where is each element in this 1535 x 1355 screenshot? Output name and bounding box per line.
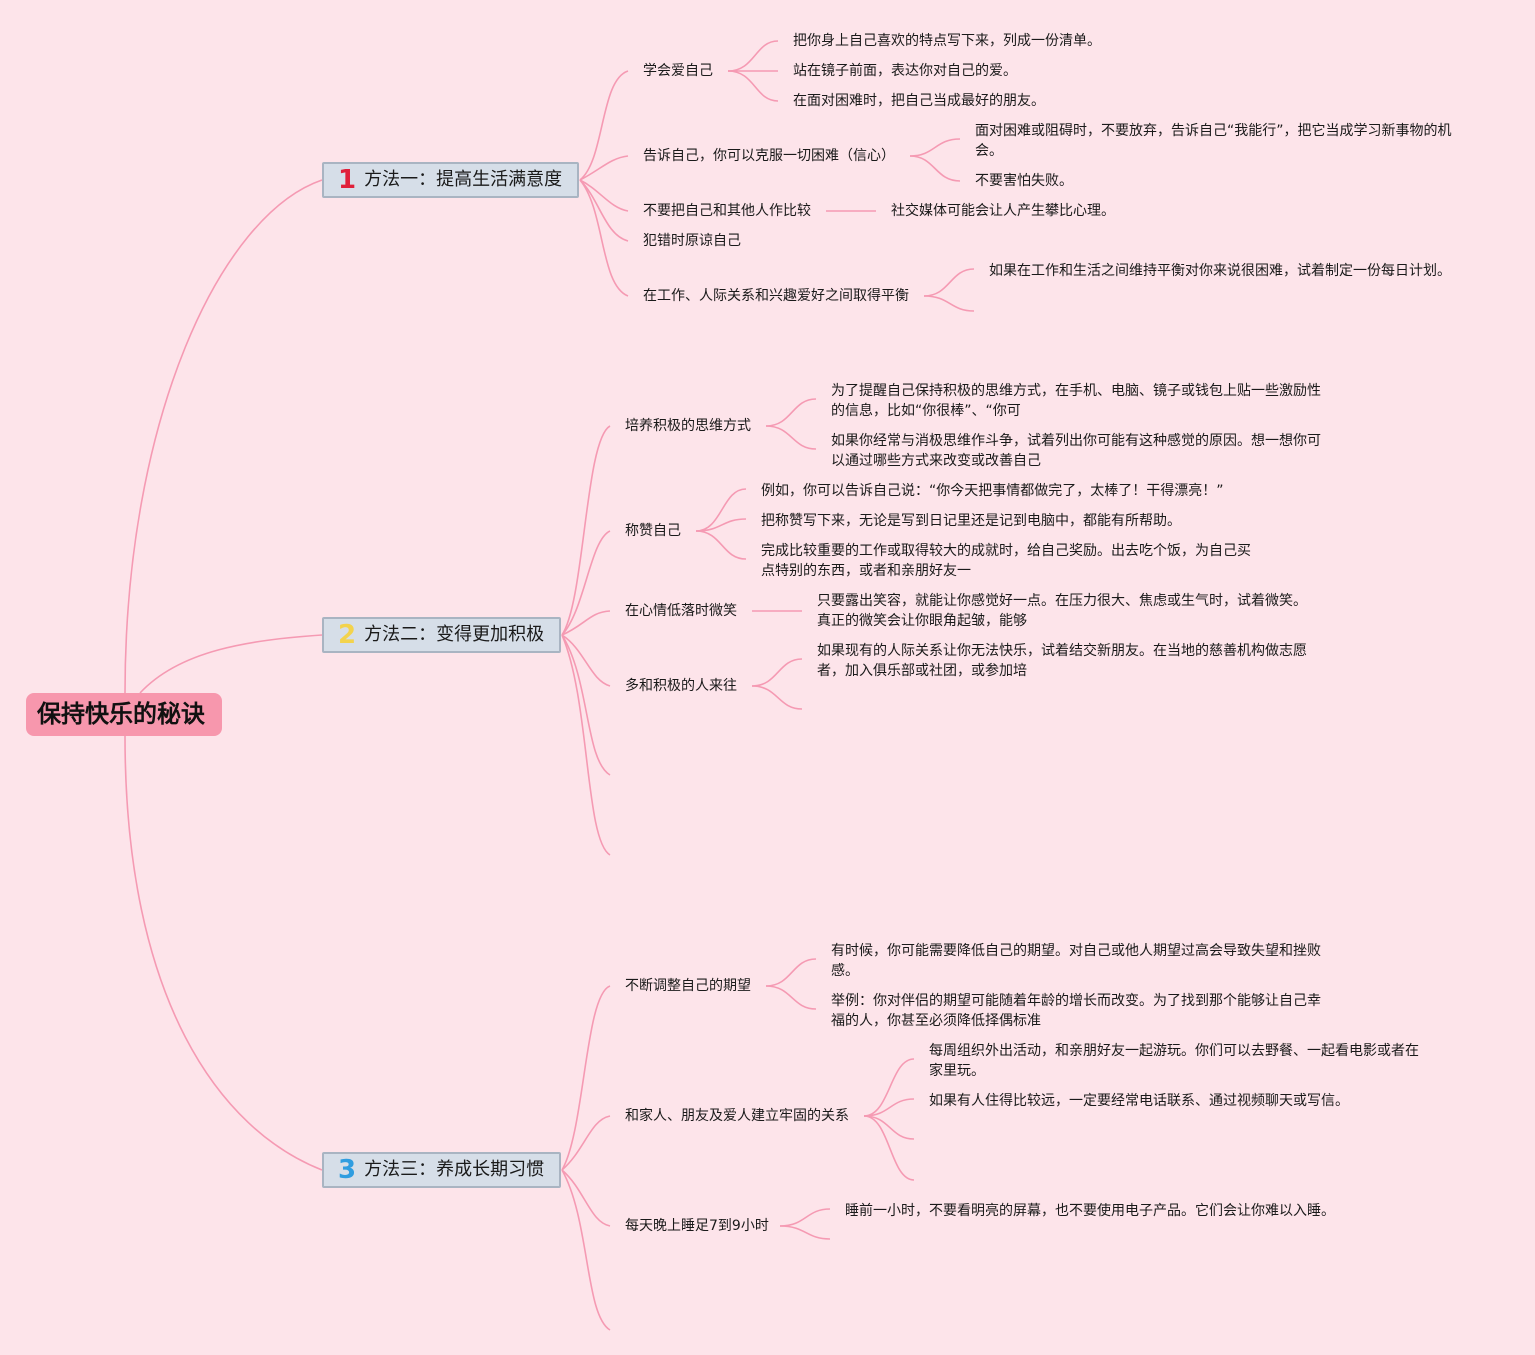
topic-sleep[interactable]: 每天晚上睡足7到9小时 — [625, 1218, 769, 1234]
leaf[interactable]: 完成比较重要的工作或取得较大的成就时，给自己奖励。出去吃个饭，为自己买点特别的东… — [761, 543, 1251, 579]
leaf[interactable]: 如果在工作和生活之间维持平衡对你来说很困难，试着制定一份每日计划。 — [989, 263, 1451, 279]
branch-2[interactable]: 2 方法二：变得更加积极 — [322, 617, 561, 653]
topic-adjust-expectations[interactable]: 不断调整自己的期望 — [625, 978, 751, 994]
topic-no-comparison[interactable]: 不要把自己和其他人作比较 — [643, 203, 811, 219]
topic-smile[interactable]: 在心情低落时微笑 — [625, 603, 737, 619]
leaf[interactable]: 有时候，你可能需要降低自己的期望。对自己或他人期望过高会导致失望和挫败感。 — [831, 943, 1321, 979]
topic-positive-people[interactable]: 多和积极的人来往 — [625, 678, 737, 694]
leaf[interactable]: 举例：你对伴侣的期望可能随着年龄的增长而改变。为了找到那个能够让自己幸福的人，你… — [831, 993, 1321, 1029]
leaf[interactable]: 如果有人住得比较远，一定要经常电话联系、通过视频聊天或写信。 — [929, 1093, 1349, 1109]
leaf[interactable]: 例如，你可以告诉自己说：“你今天把事情都做完了，太棒了！干得漂亮！” — [761, 483, 1224, 499]
leaf[interactable]: 如果你经常与消极思维作斗争，试着列出你可能有这种感觉的原因。想一想你可以通过哪些… — [831, 433, 1321, 469]
leaf[interactable]: 只要露出笑容，就能让你感觉好一点。在压力很大、焦虑或生气时，试着微笑。真正的微笑… — [817, 593, 1307, 629]
leaf[interactable]: 面对困难或阻碍时，不要放弃，告诉自己“我能行”，把它当成学习新事物的机会。 — [975, 123, 1452, 159]
topic-relationships[interactable]: 和家人、朋友及爱人建立牢固的关系 — [625, 1108, 849, 1124]
branch-2-label: 方法二：变得更加积极 — [364, 624, 545, 645]
leaf[interactable]: 如果现有的人际关系让你无法快乐，试着结交新朋友。在当地的慈善机构做志愿者，加入俱… — [817, 643, 1307, 679]
topic-praise-yourself[interactable]: 称赞自己 — [625, 523, 681, 539]
number-1-icon: 1 — [338, 165, 357, 195]
topic-confidence[interactable]: 告诉自己，你可以克服一切困难（信心） — [643, 148, 895, 164]
leaf[interactable]: 把称赞写下来，无论是写到日记里还是记到电脑中，都能有所帮助。 — [761, 513, 1181, 529]
root-topic[interactable]: 保持快乐的秘诀 — [26, 693, 222, 736]
topic-balance[interactable]: 在工作、人际关系和兴趣爱好之间取得平衡 — [643, 288, 909, 304]
number-2-icon: 2 — [338, 620, 357, 650]
topic-positive-thinking[interactable]: 培养积极的思维方式 — [625, 418, 751, 434]
leaf[interactable]: 不要害怕失败。 — [975, 173, 1073, 189]
leaf[interactable]: 在面对困难时，把自己当成最好的朋友。 — [793, 93, 1045, 109]
leaf[interactable]: 为了提醒自己保持积极的思维方式，在手机、电脑、镜子或钱包上贴一些激励性的信息，比… — [831, 383, 1321, 419]
leaf[interactable]: 把你身上自己喜欢的特点写下来，列成一份清单。 — [793, 33, 1101, 49]
leaf[interactable]: 睡前一小时，不要看明亮的屏幕，也不要使用电子产品。它们会让你难以入睡。 — [845, 1203, 1335, 1219]
branch-3-label: 方法三：养成长期习惯 — [364, 1159, 545, 1180]
leaf[interactable]: 社交媒体可能会让人产生攀比心理。 — [891, 203, 1115, 219]
leaf[interactable]: 每周组织外出活动，和亲朋好友一起游玩。你们可以去野餐、一起看电影或者在家里玩。 — [929, 1043, 1419, 1079]
topic-forgive-yourself[interactable]: 犯错时原谅自己 — [643, 233, 741, 249]
branch-1[interactable]: 1 方法一：提高生活满意度 — [322, 162, 579, 198]
number-3-icon: 3 — [338, 1155, 357, 1185]
branch-1-label: 方法一：提高生活满意度 — [364, 169, 563, 190]
leaf[interactable]: 站在镜子前面，表达你对自己的爱。 — [793, 63, 1017, 79]
topic-love-yourself[interactable]: 学会爱自己 — [643, 63, 713, 79]
branch-3[interactable]: 3 方法三：养成长期习惯 — [322, 1152, 561, 1188]
